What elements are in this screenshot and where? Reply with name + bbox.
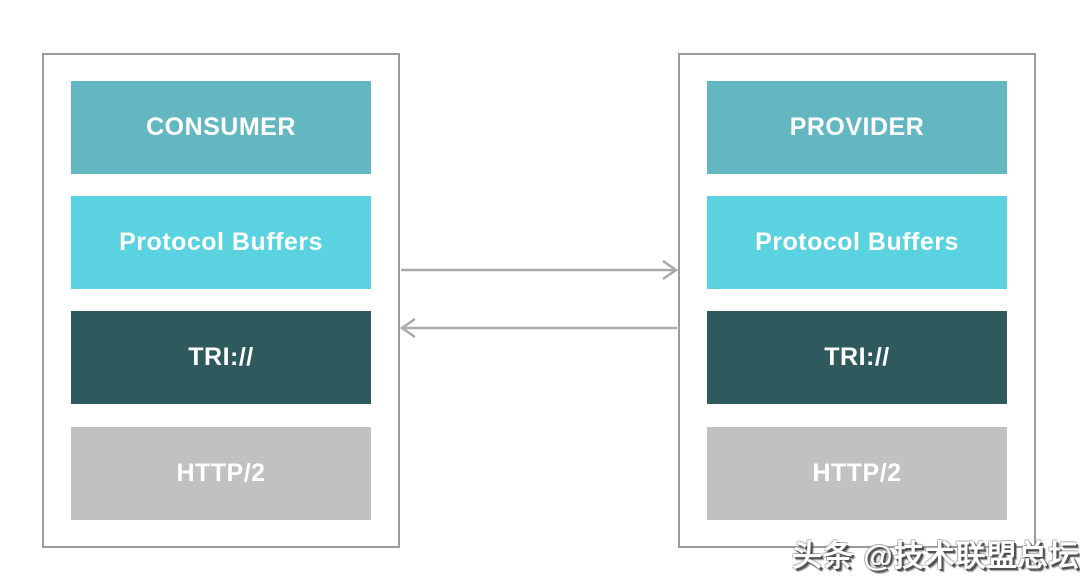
layer-http2: HTTP/2 [707,427,1007,520]
provider-stack-box: PROVIDER Protocol Buffers TRI:// HTTP/2 [678,53,1036,548]
arrow-right-head-icon [662,259,679,281]
consumer-stack-box: CONSUMER Protocol Buffers TRI:// HTTP/2 [42,53,400,548]
layer-protocol-buffers: Protocol Buffers [707,196,1007,289]
watermark: 头条 @技术联盟总坛 [792,540,1080,573]
arrow-left [399,317,677,339]
layer-consumer: CONSUMER [71,81,371,174]
layer-tri-protocol: TRI:// [707,311,1007,404]
arrow-left-head-icon [399,317,416,339]
layer-provider: PROVIDER [707,81,1007,174]
request-response-arrows [399,259,679,339]
layer-tri-protocol: TRI:// [71,311,371,404]
layer-http2: HTTP/2 [71,427,371,520]
layer-protocol-buffers: Protocol Buffers [71,196,371,289]
arrow-right [401,259,679,281]
